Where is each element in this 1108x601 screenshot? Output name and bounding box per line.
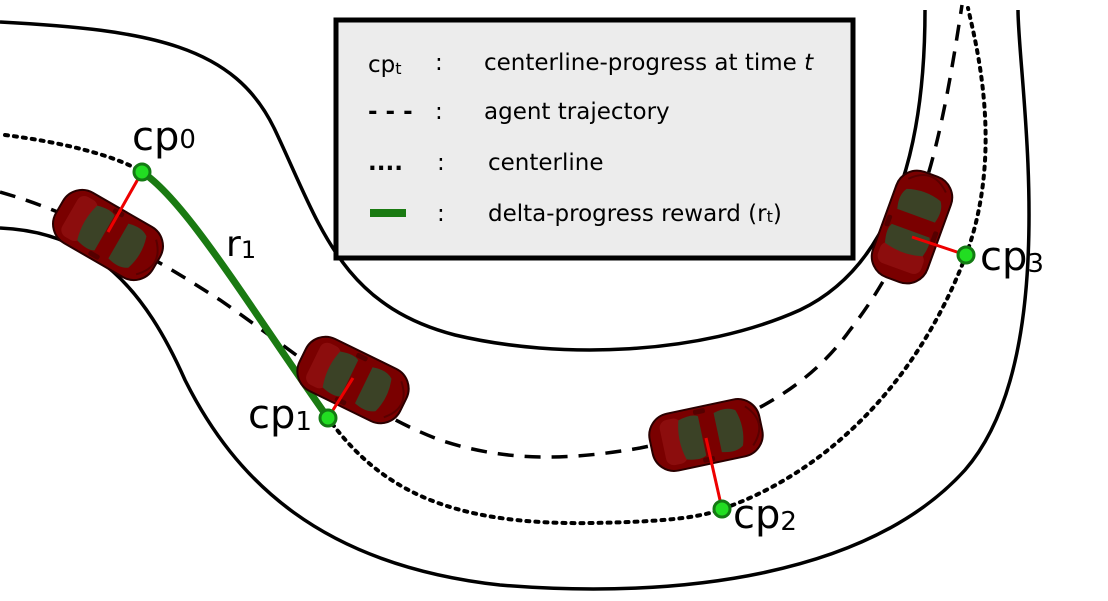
legend-sep-2: : [435,99,443,125]
checkpoint-cp1 [318,408,338,428]
track-inner-edge [0,9,1031,591]
legend-symbol-dashed: - - - [368,99,413,125]
checkpoint-cp2 [712,499,732,519]
legend-text-centerline: centerline [488,150,604,176]
car-4 [864,163,960,291]
label-cp3: cp3 [980,234,1044,280]
label-cp1: cp1 [248,392,312,438]
connector-cp0 [106,171,144,233]
legend-text-reward: delta-progress reward (rt) [488,201,782,227]
legend-symbol-cpt: cpt [368,52,402,78]
car-3 [644,393,768,477]
label-cp0: cp0 [132,114,196,160]
legend-sep-4: : [437,201,445,227]
legend-text-trajectory: agent trajectory [484,99,670,125]
legend-sep-3: : [437,150,445,176]
legend-symbol-reward [370,209,406,217]
checkpoint-cp3 [956,245,976,265]
legend-sep-1: : [435,50,443,76]
legend-symbol-dotted: .... [368,150,403,176]
legend-box: cpt : centerline-progress at time t - - … [333,17,856,261]
label-r1: r1 [226,224,256,265]
label-cp2: cp2 [733,492,797,538]
checkpoint-cp0 [132,162,152,182]
car-1 [44,180,172,290]
connector-cp2 [704,437,724,510]
legend-text-cpt: centerline-progress at time t [484,50,814,76]
